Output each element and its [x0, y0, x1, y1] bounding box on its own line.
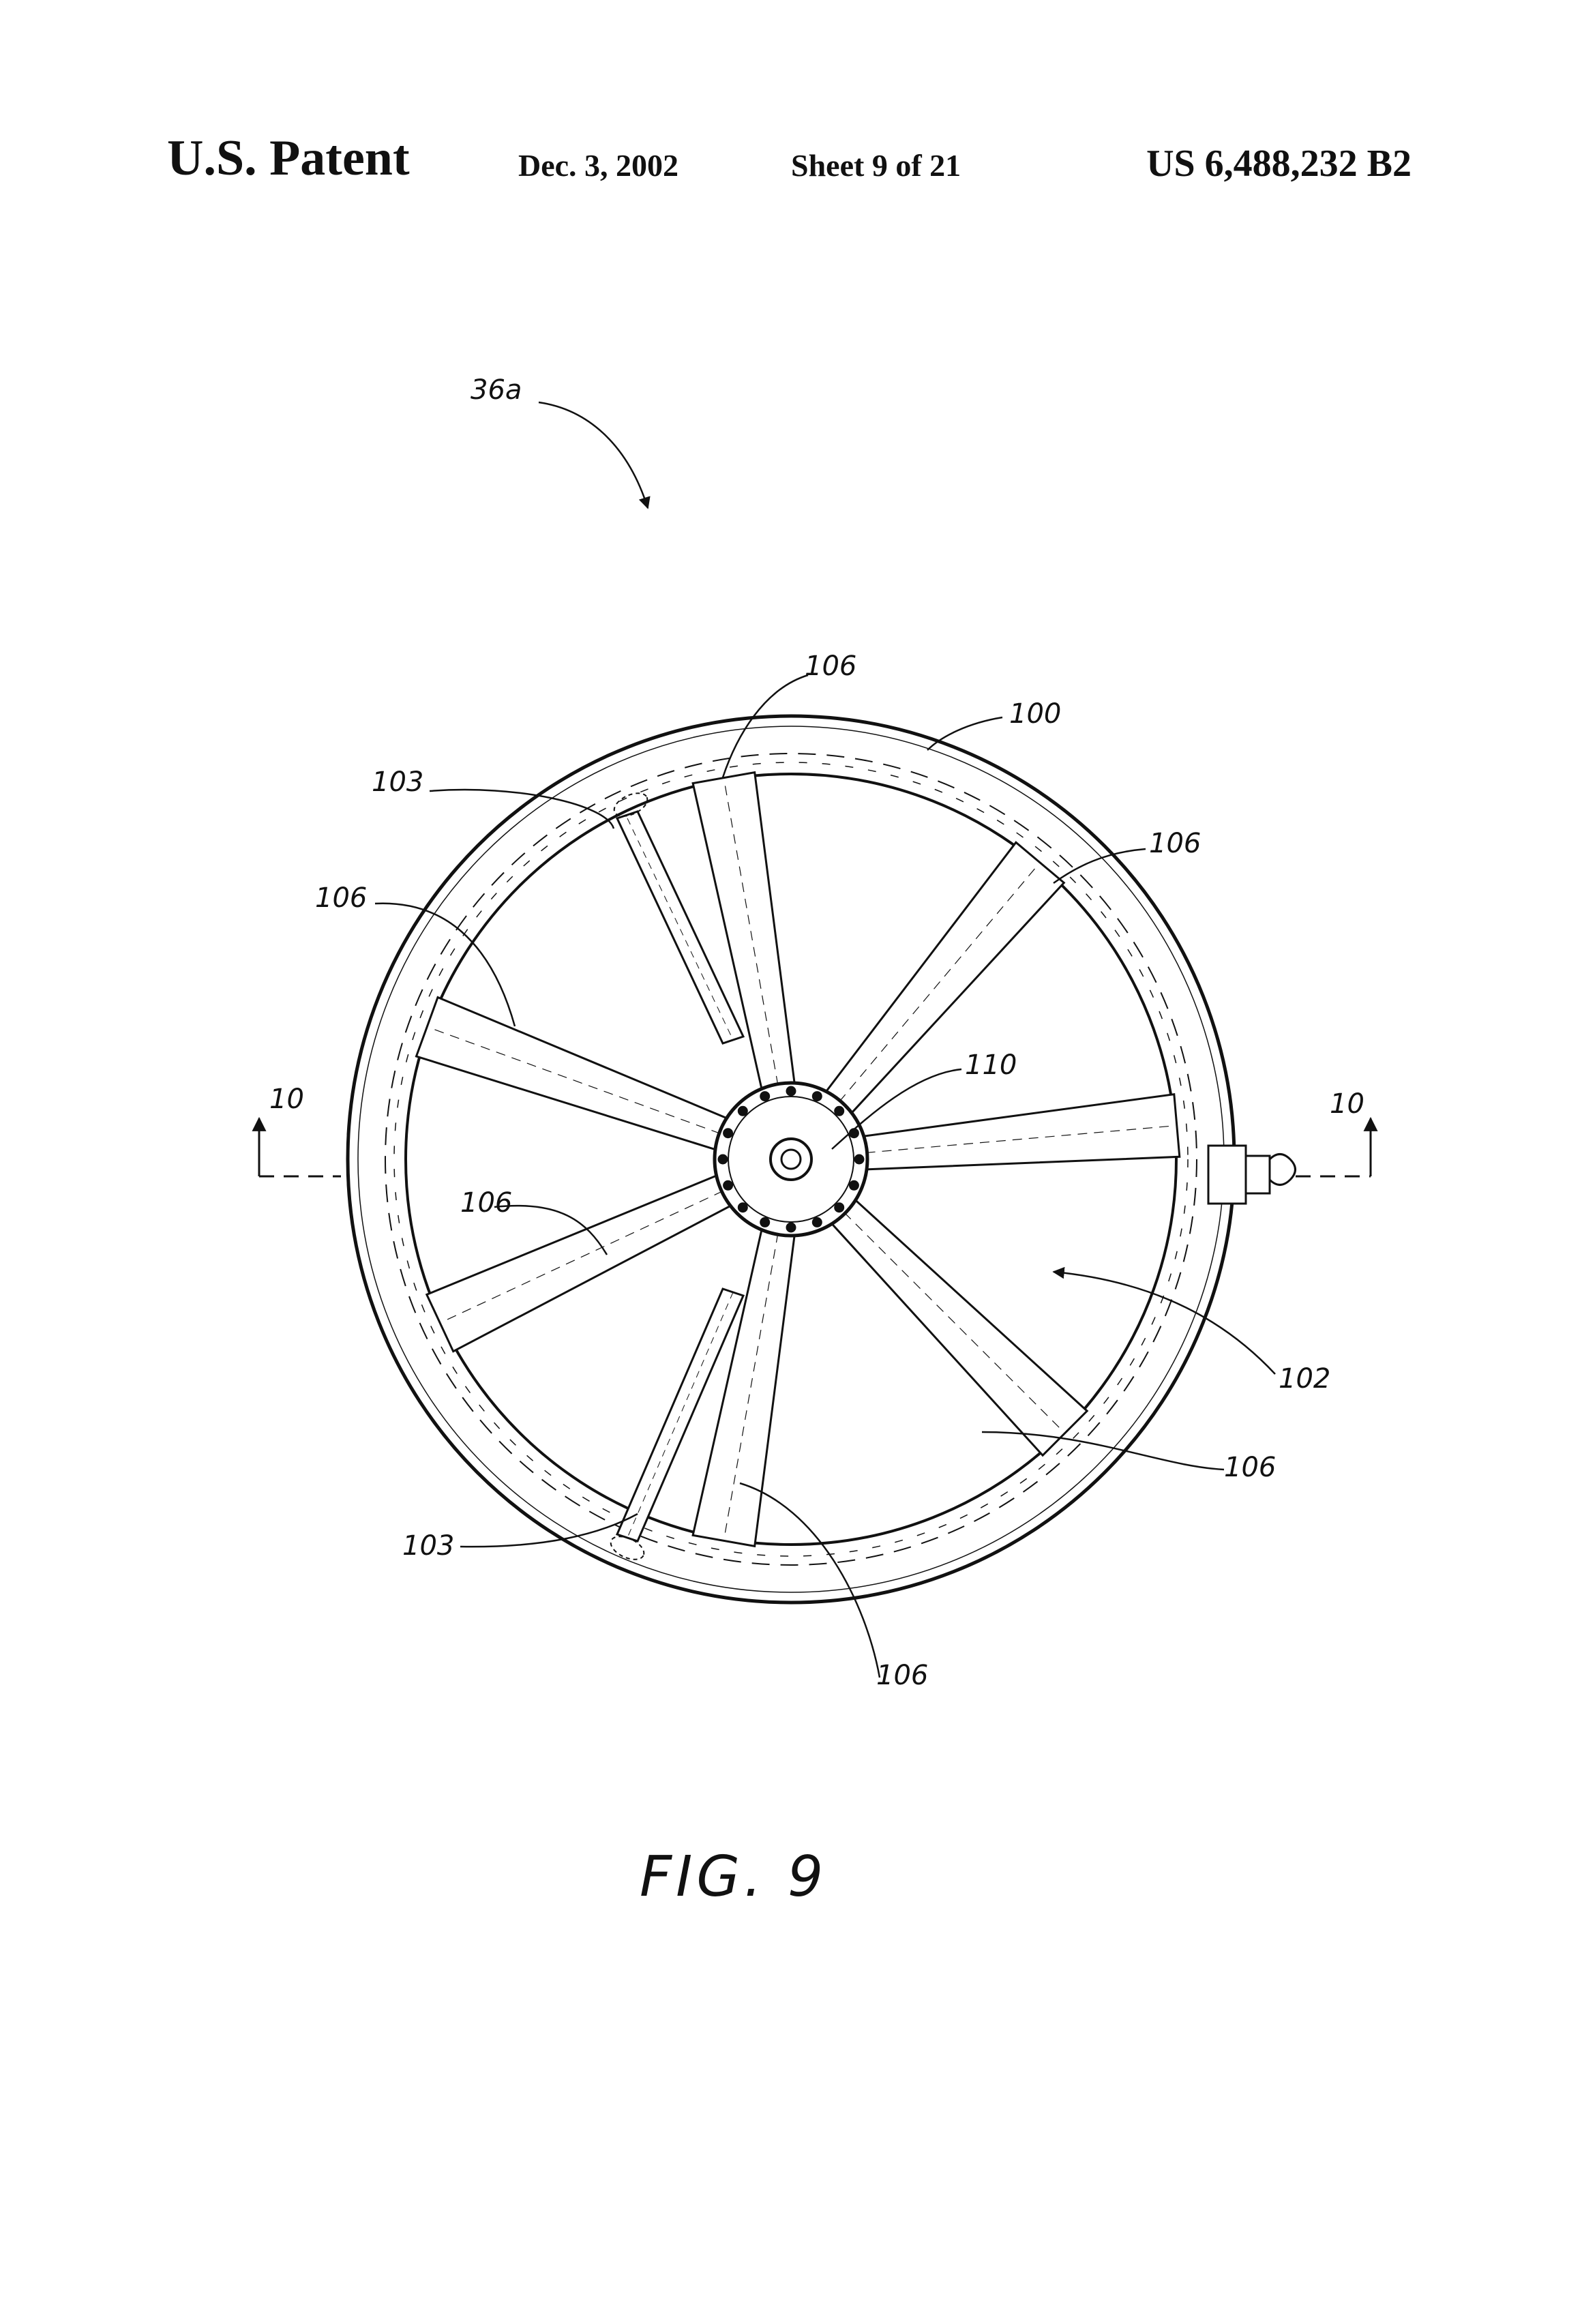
patent-header-title: U.S. Patent [167, 130, 410, 186]
hub-bolt [760, 1091, 771, 1102]
spoke-7 [415, 996, 734, 1153]
shaft-stub [1207, 1144, 1296, 1205]
label-spoke-bottom: 106 [876, 1660, 928, 1691]
hub-bolt [717, 1154, 728, 1165]
patent-date: Dec. 3, 2002 [518, 148, 679, 183]
spoke-centerline-4 [844, 1212, 1061, 1429]
strut-upper [615, 810, 745, 1045]
spoke-centerline-5 [724, 1233, 779, 1534]
label-rim: 100 [1009, 698, 1061, 730]
section-indicator-left [252, 1116, 341, 1178]
sheet-number: Sheet 9 of 21 [791, 148, 961, 183]
spoke-5 [691, 1222, 796, 1548]
spoke-4 [826, 1194, 1089, 1457]
spoke-centerline-2 [839, 867, 1036, 1103]
label-spoke-upper-left: 106 [315, 882, 367, 914]
hub-bolt [848, 1180, 859, 1191]
spoke-centerline-1 [724, 784, 779, 1086]
label-strut-upper: 103 [372, 766, 423, 798]
hub-bolt [811, 1091, 822, 1102]
spoke-2 [820, 841, 1066, 1119]
hub-bolt [723, 1128, 734, 1139]
label-spoke-upper-right: 106 [1149, 828, 1201, 859]
label-section-left: 10 [269, 1084, 304, 1115]
hub-bolt [811, 1217, 822, 1227]
label-section-right: 10 [1330, 1088, 1364, 1120]
hub [713, 1081, 869, 1238]
label-strut-lower: 103 [402, 1530, 454, 1562]
label-spoke-left: 106 [460, 1187, 512, 1219]
label-spoke-top: 106 [805, 651, 856, 682]
label-assembly: 36a [471, 374, 522, 406]
hub-bolt [834, 1202, 845, 1213]
label-spoke-lower-right: 106 [1224, 1452, 1276, 1483]
spoke-3 [856, 1093, 1181, 1171]
section-indicator-right [1296, 1116, 1378, 1178]
hub-bolt [737, 1202, 748, 1213]
spoke-centerline-7 [433, 1028, 721, 1134]
hub-bolt [854, 1154, 865, 1165]
hub-bolts [717, 1086, 865, 1233]
hub-bolt [737, 1105, 748, 1116]
hub-bolt [723, 1180, 734, 1191]
patent-number: US 6,488,232 B2 [1146, 143, 1412, 185]
label-interior: 102 [1279, 1363, 1330, 1395]
hub-bolt [786, 1086, 796, 1097]
hub-bolt [760, 1217, 771, 1227]
spoke-1 [691, 771, 796, 1097]
struts [610, 792, 745, 1560]
spoke-centerline-3 [865, 1125, 1170, 1153]
strut-lower [615, 1287, 745, 1543]
label-hub: 110 [965, 1049, 1017, 1081]
figure-caption: FIG. 9 [640, 1845, 827, 1909]
hub-bolt [834, 1105, 845, 1116]
hub-bolt [786, 1222, 796, 1233]
spokes [415, 771, 1181, 1548]
spoke-centerline-6 [446, 1190, 723, 1321]
leader-lines [374, 401, 1276, 1678]
